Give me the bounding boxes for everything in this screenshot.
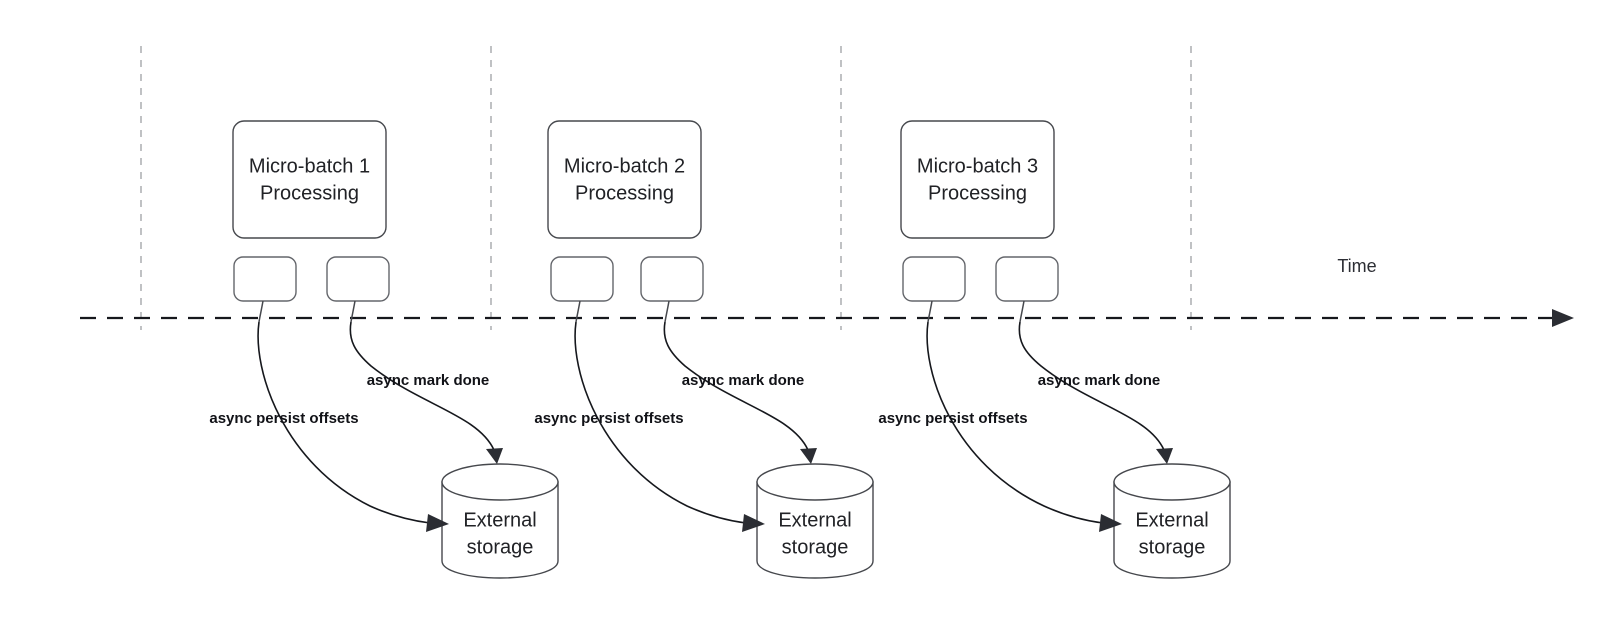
group-1-task-persist-connector [258, 300, 264, 323]
group-3-edge-persist-offsets-label: async persist offsets [878, 410, 1027, 427]
external-storage-2-cylinder-body[interactable] [756, 481, 874, 579]
group-1-edge-persist-offsets-arrow-icon [426, 514, 449, 532]
group-2-task-persist-connector [575, 300, 581, 323]
external-storage-3-node[interactable]: External storage [1113, 463, 1231, 579]
external-storage-1-label-line1: External [463, 509, 536, 531]
group-2-edge-mark-done-arrow-icon [800, 448, 817, 464]
micro-batch-1-label-line1: Micro-batch 1 [249, 155, 370, 177]
group-1-edge-persist-offsets-label: async persist offsets [209, 410, 358, 427]
micro-batch-group-1: Micro-batch 1 Processing External storag… [209, 120, 559, 579]
group-2-edge-persist-offsets-label: async persist offsets [534, 410, 683, 427]
group-2-edge-mark-done [663, 321, 809, 451]
group-1-task-mark-done-box[interactable] [326, 256, 390, 302]
external-storage-2-cylinder-top [756, 463, 874, 501]
external-storage-1-label-line2: storage [467, 536, 534, 558]
micro-batch-2-label-line1: Micro-batch 2 [564, 155, 685, 177]
external-storage-2-label-line2: storage [782, 536, 849, 558]
group-1-edge-mark-done-label: async mark done [367, 372, 490, 389]
batch-boundaries-layer [140, 46, 1192, 330]
timeline-arrow-icon [1552, 309, 1574, 327]
group-2-task-markdone-connector [664, 300, 670, 323]
group-3-edge-mark-done [1018, 321, 1165, 451]
group-3-task-mark-done-box[interactable] [995, 256, 1059, 302]
external-storage-3-cylinder-body[interactable] [1113, 481, 1231, 579]
external-storage-2-label-line1: External [778, 509, 851, 531]
time-axis: Time [80, 256, 1574, 327]
group-2-edge-persist-offsets-arrow-icon [742, 514, 765, 532]
group-3-task-markdone-connector [1019, 300, 1025, 323]
micro-batch-3-node[interactable]: Micro-batch 3 Processing [900, 120, 1055, 239]
group-1-task-persist-offsets-box[interactable] [233, 256, 297, 302]
group-1-task-markdone-connector [350, 300, 356, 323]
micro-batch-2-label-line2: Processing [575, 182, 674, 204]
group-1-edge-mark-done-arrow-icon [486, 448, 503, 464]
micro-batch-3-label-line2: Processing [928, 182, 1027, 204]
micro-batch-3-box[interactable] [900, 120, 1055, 239]
group-2-task-persist-offsets-box[interactable] [550, 256, 614, 302]
external-storage-3-label-line1: External [1135, 509, 1208, 531]
group-3-task-persist-connector [927, 300, 933, 323]
micro-batch-1-box[interactable] [232, 120, 387, 239]
external-storage-2-node[interactable]: External storage [756, 463, 874, 579]
group-3-edge-mark-done-label: async mark done [1038, 372, 1161, 389]
time-axis-label: Time [1337, 256, 1376, 276]
group-2-task-mark-done-box[interactable] [640, 256, 704, 302]
external-storage-3-cylinder-top [1113, 463, 1231, 501]
micro-batch-1-label-line2: Processing [260, 182, 359, 204]
group-3-edge-persist-offsets-arrow-icon [1099, 514, 1122, 532]
group-3-edge-mark-done-arrow-icon [1156, 448, 1173, 464]
micro-batch-3-label-line1: Micro-batch 3 [917, 155, 1038, 177]
group-3-task-persist-offsets-box[interactable] [902, 256, 966, 302]
micro-batch-group-3: Micro-batch 3 Processing External storag… [878, 120, 1231, 579]
external-storage-1-cylinder-body[interactable] [441, 481, 559, 579]
group-2-edge-mark-done-label: async mark done [682, 372, 805, 389]
micro-batch-1-node[interactable]: Micro-batch 1 Processing [232, 120, 387, 239]
group-1-edge-mark-done [349, 321, 495, 451]
group-3-edge-persist-offsets [926, 321, 1104, 524]
external-storage-1-cylinder-top [441, 463, 559, 501]
micro-batch-2-box[interactable] [547, 120, 702, 239]
group-1-edge-persist-offsets [257, 321, 431, 524]
external-storage-1-node[interactable]: External storage [441, 463, 559, 579]
external-storage-3-label-line2: storage [1139, 536, 1206, 558]
micro-batch-2-node[interactable]: Micro-batch 2 Processing [547, 120, 702, 239]
micro-batch-group-2: Micro-batch 2 Processing External storag… [534, 120, 874, 579]
group-2-edge-persist-offsets [574, 321, 747, 524]
